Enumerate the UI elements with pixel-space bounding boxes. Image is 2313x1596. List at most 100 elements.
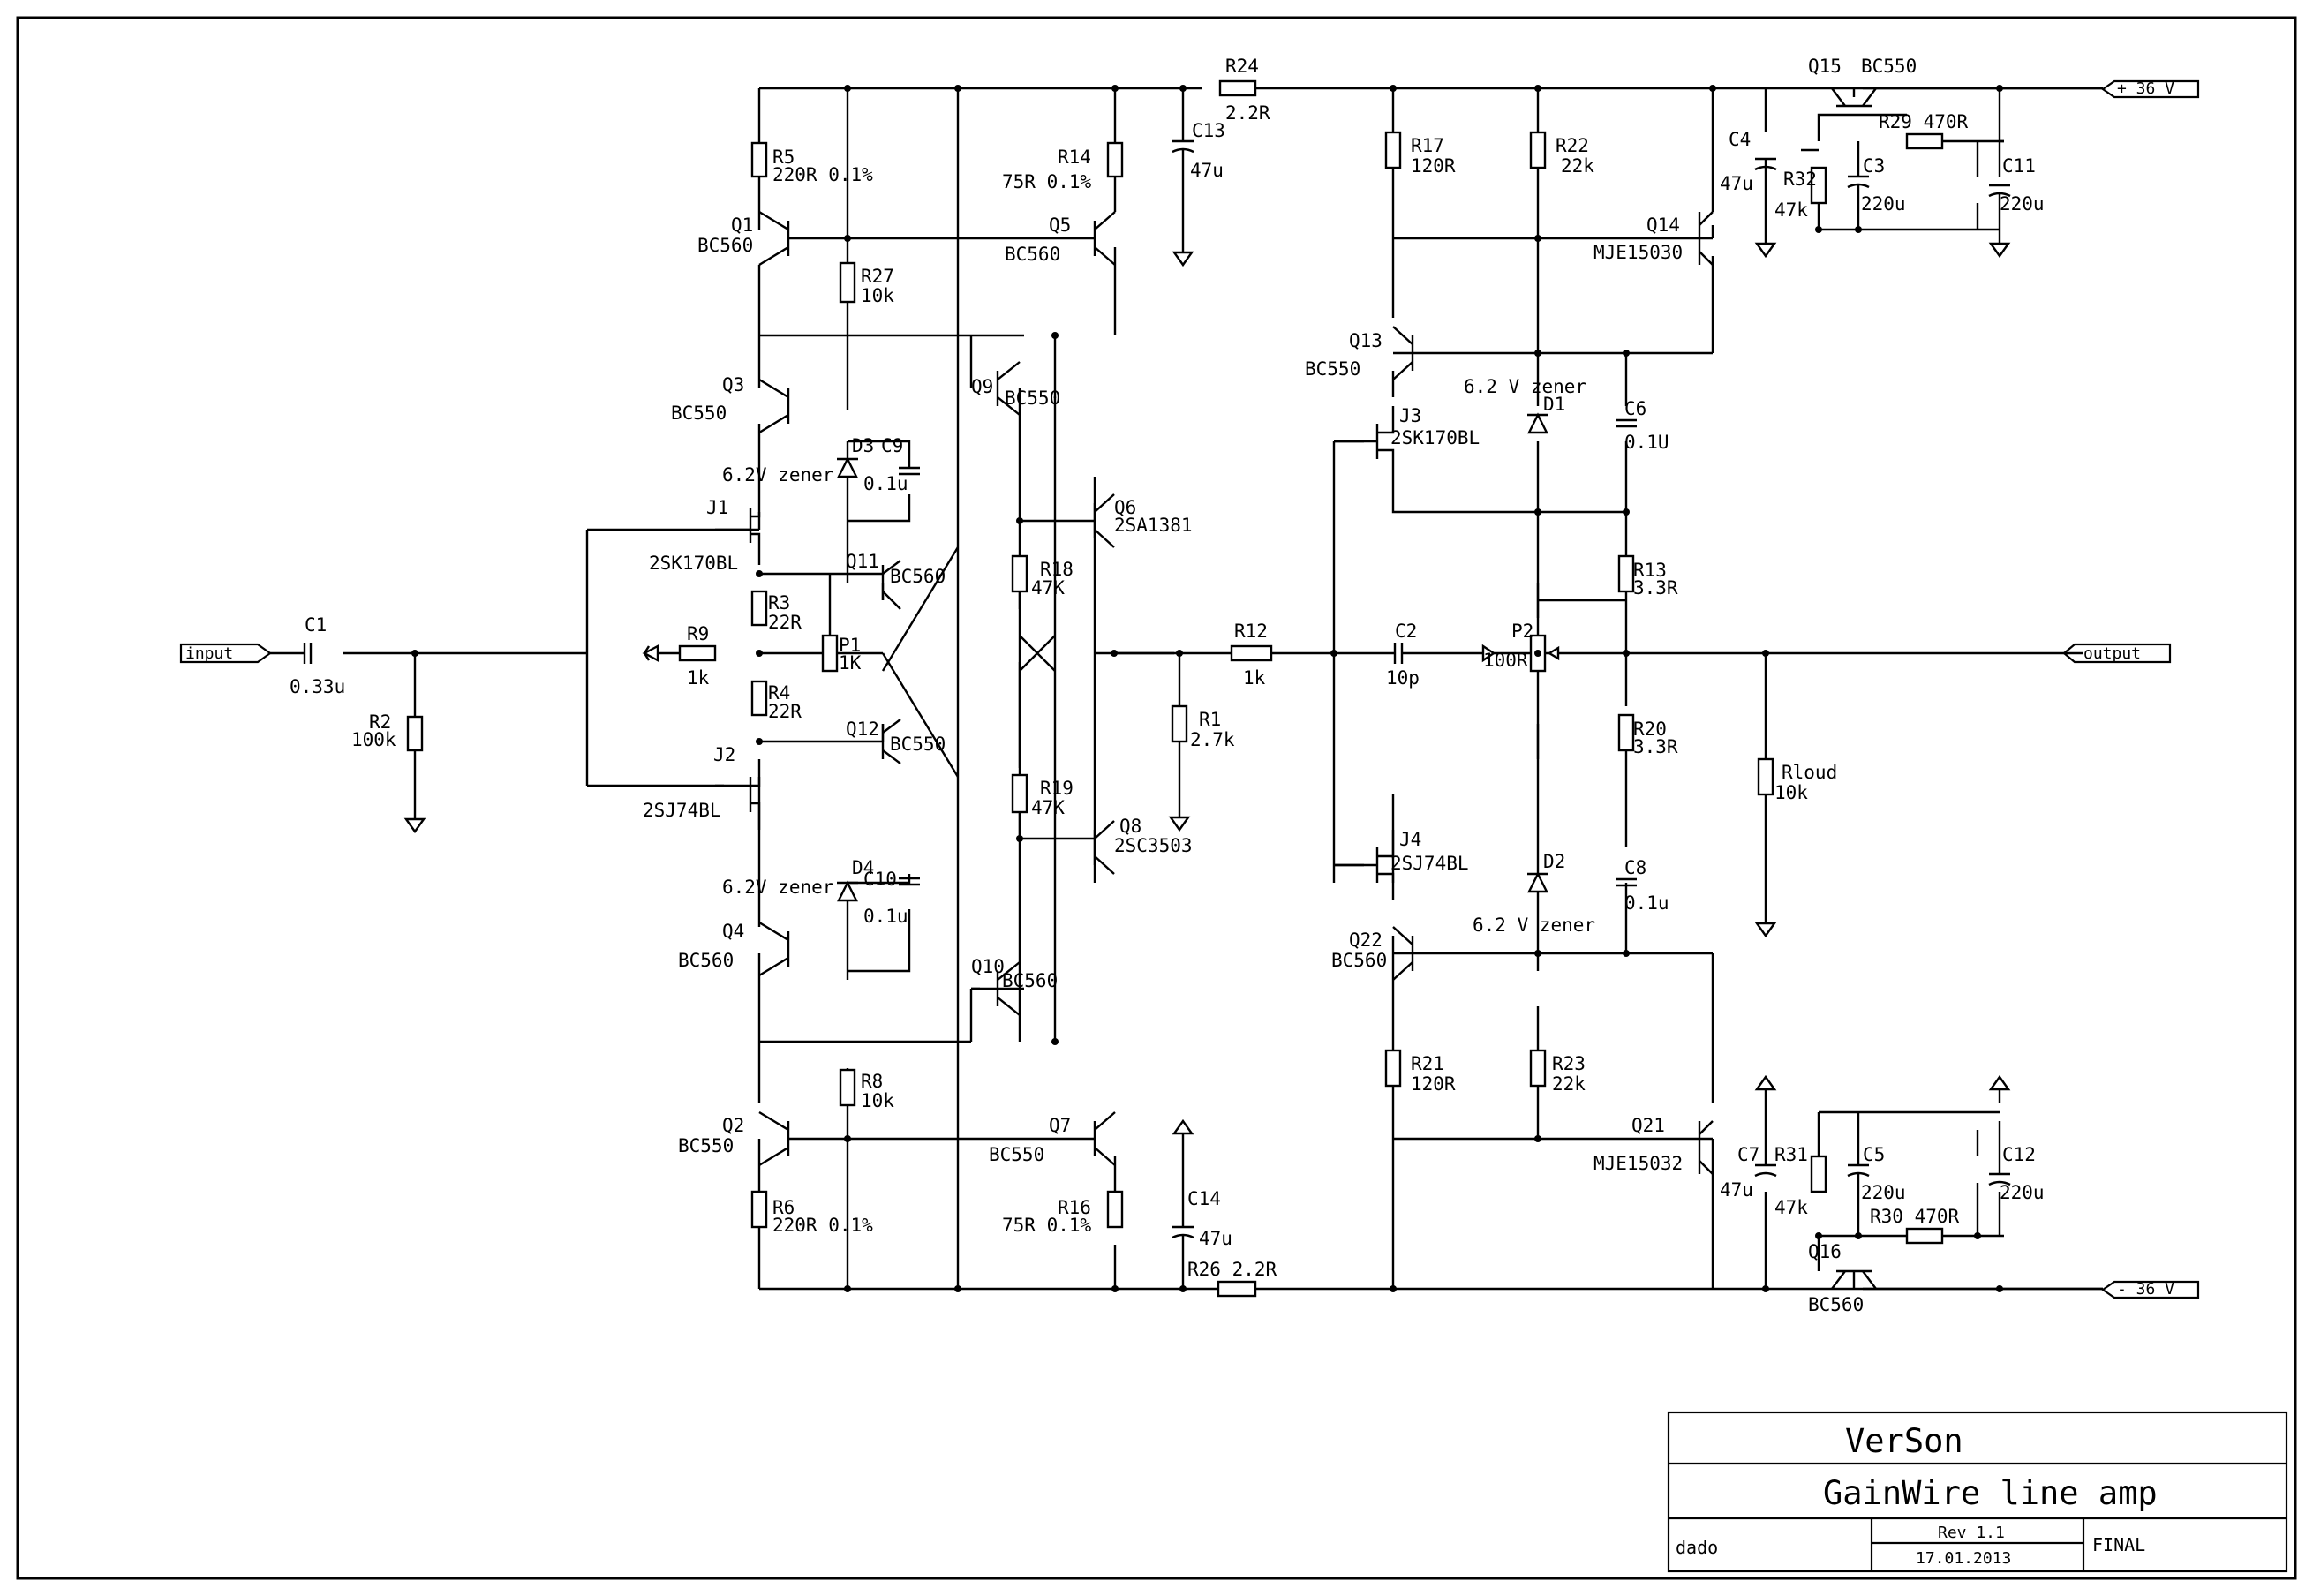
label-C6-value: 0.1U	[1624, 432, 1669, 453]
label-R1: R1	[1199, 709, 1221, 730]
label-C5-value: 220u	[1861, 1182, 1906, 1203]
capacitor-C10	[899, 877, 920, 886]
transistor-Q4	[758, 921, 790, 977]
resistor-R24	[1218, 79, 1257, 97]
resistor-R1	[1171, 704, 1188, 743]
label-Q3: Q3	[722, 374, 744, 395]
label-C12: C12	[2002, 1144, 2036, 1165]
resistor-R18	[1011, 554, 1028, 593]
label-C14: C14	[1187, 1188, 1221, 1209]
transistor-Q7	[1093, 1111, 1116, 1166]
label-C2: C2	[1395, 621, 1417, 642]
label-D1-value: 6.2 V zener	[1464, 376, 1586, 397]
resistor-R32	[1810, 166, 1827, 205]
label-R32: R32	[1783, 169, 1817, 190]
label-R24-value: 2.2R	[1225, 102, 1270, 124]
label-R6: R6	[772, 1197, 795, 1218]
label-Q10-value: BC560	[1002, 970, 1058, 991]
label-Q5-value: BC560	[1005, 244, 1060, 265]
label-Q2-value: BC550	[678, 1135, 734, 1156]
ports	[179, 79, 2200, 1299]
resistor-R16	[1106, 1190, 1124, 1229]
label-P1: P1	[839, 635, 861, 656]
transistor-J2	[715, 759, 761, 830]
capacitor-C12	[1988, 1172, 2011, 1186]
label-J4-value: 2SJ74BL	[1390, 853, 1469, 874]
label-C13-value: 47u	[1190, 160, 1224, 181]
label-R32-value: 47k	[1774, 200, 1808, 221]
resistor-R26	[1217, 1280, 1257, 1298]
label-R13: R13	[1633, 560, 1667, 581]
label-C10-value: 0.1u	[863, 906, 908, 927]
wires	[270, 87, 2103, 1291]
label-R31: R31	[1774, 1144, 1808, 1165]
label-Q15-value: BC550	[1861, 56, 1917, 77]
label-R4: R4	[768, 682, 790, 704]
label-R29: R29 470R	[1879, 111, 1969, 132]
label-R3-value: 22R	[768, 612, 802, 633]
label-Q15: Q15	[1808, 56, 1842, 77]
resistor-R30	[1905, 1227, 1944, 1245]
label-Q6-value: 2SA1381	[1114, 515, 1193, 536]
label-Q16: Q16	[1808, 1241, 1842, 1262]
label-C9: C9	[881, 435, 903, 456]
label-Q21: Q21	[1631, 1115, 1665, 1136]
port-output	[2062, 643, 2172, 664]
port-vneg-label: - 36 V	[2117, 1280, 2174, 1299]
label-Rload-value: 10k	[1774, 782, 1808, 803]
label-J3: J3	[1399, 405, 1421, 426]
title-block-company: VerSon	[1845, 1422, 1963, 1460]
transistor-J4	[1334, 830, 1395, 900]
label-C13: C13	[1192, 120, 1225, 141]
port-vpos-label: + 36 V	[2117, 79, 2174, 98]
label-R18: R18	[1040, 559, 1074, 580]
resistor-R20	[1617, 713, 1635, 752]
label-C14-value: 47u	[1199, 1228, 1232, 1249]
transistor-Q14	[1698, 211, 1714, 266]
junctions	[411, 85, 2003, 1292]
label-R27: R27	[861, 266, 894, 287]
label-Q10: Q10	[971, 956, 1005, 977]
label-J1-value: 2SK170BL	[649, 553, 738, 574]
zener-D3	[837, 456, 858, 478]
label-R21-value: 120R	[1411, 1073, 1456, 1095]
label-R9: R9	[687, 623, 709, 644]
label-R26: R26 2.2R	[1187, 1259, 1277, 1280]
label-C4: C4	[1729, 129, 1751, 150]
label-J3-value: 2SK170BL	[1390, 427, 1480, 448]
label-R16-value: 75R 0.1%	[1002, 1215, 1092, 1236]
transistor-J1	[715, 494, 761, 565]
label-R9-value: 1k	[687, 667, 710, 689]
sheet-border	[16, 16, 2297, 1580]
label-C6: C6	[1624, 398, 1646, 419]
label-C1: C1	[305, 614, 327, 636]
label-C4-value: 47u	[1720, 173, 1753, 194]
label-R2-value: 100k	[351, 729, 396, 750]
label-R6-value: 220R 0.1%	[772, 1215, 873, 1236]
label-J2: J2	[713, 744, 735, 765]
label-R14: R14	[1058, 147, 1091, 168]
capacitor-C14	[1172, 1148, 1194, 1289]
transistor-Q1	[758, 210, 790, 267]
label-R23: R23	[1552, 1053, 1586, 1074]
label-Q14-value: MJE15030	[1593, 242, 1683, 263]
label-R20: R20	[1633, 719, 1667, 740]
label-Q9: Q9	[971, 376, 993, 397]
label-Rload: Rloud	[1782, 762, 1837, 783]
label-Q9-value: BC550	[1005, 388, 1060, 409]
label-D4: D4	[852, 857, 874, 878]
resistor-Rload	[1757, 757, 1774, 796]
label-R5-value: 220R 0.1%	[772, 164, 873, 185]
label-R24: R24	[1225, 56, 1259, 77]
label-Q8: Q8	[1119, 816, 1141, 837]
label-C5: C5	[1863, 1144, 1885, 1165]
transistor-Q3	[758, 378, 790, 434]
components	[303, 79, 2011, 1298]
resistor-R14	[1106, 141, 1124, 178]
label-Q7: Q7	[1049, 1115, 1071, 1136]
label-R19-value: 47K	[1031, 797, 1065, 818]
port-vneg	[2101, 1280, 2200, 1299]
resistor-R4	[750, 680, 768, 717]
label-R2: R2	[369, 711, 391, 733]
capacitor-C7	[1754, 1163, 1777, 1178]
